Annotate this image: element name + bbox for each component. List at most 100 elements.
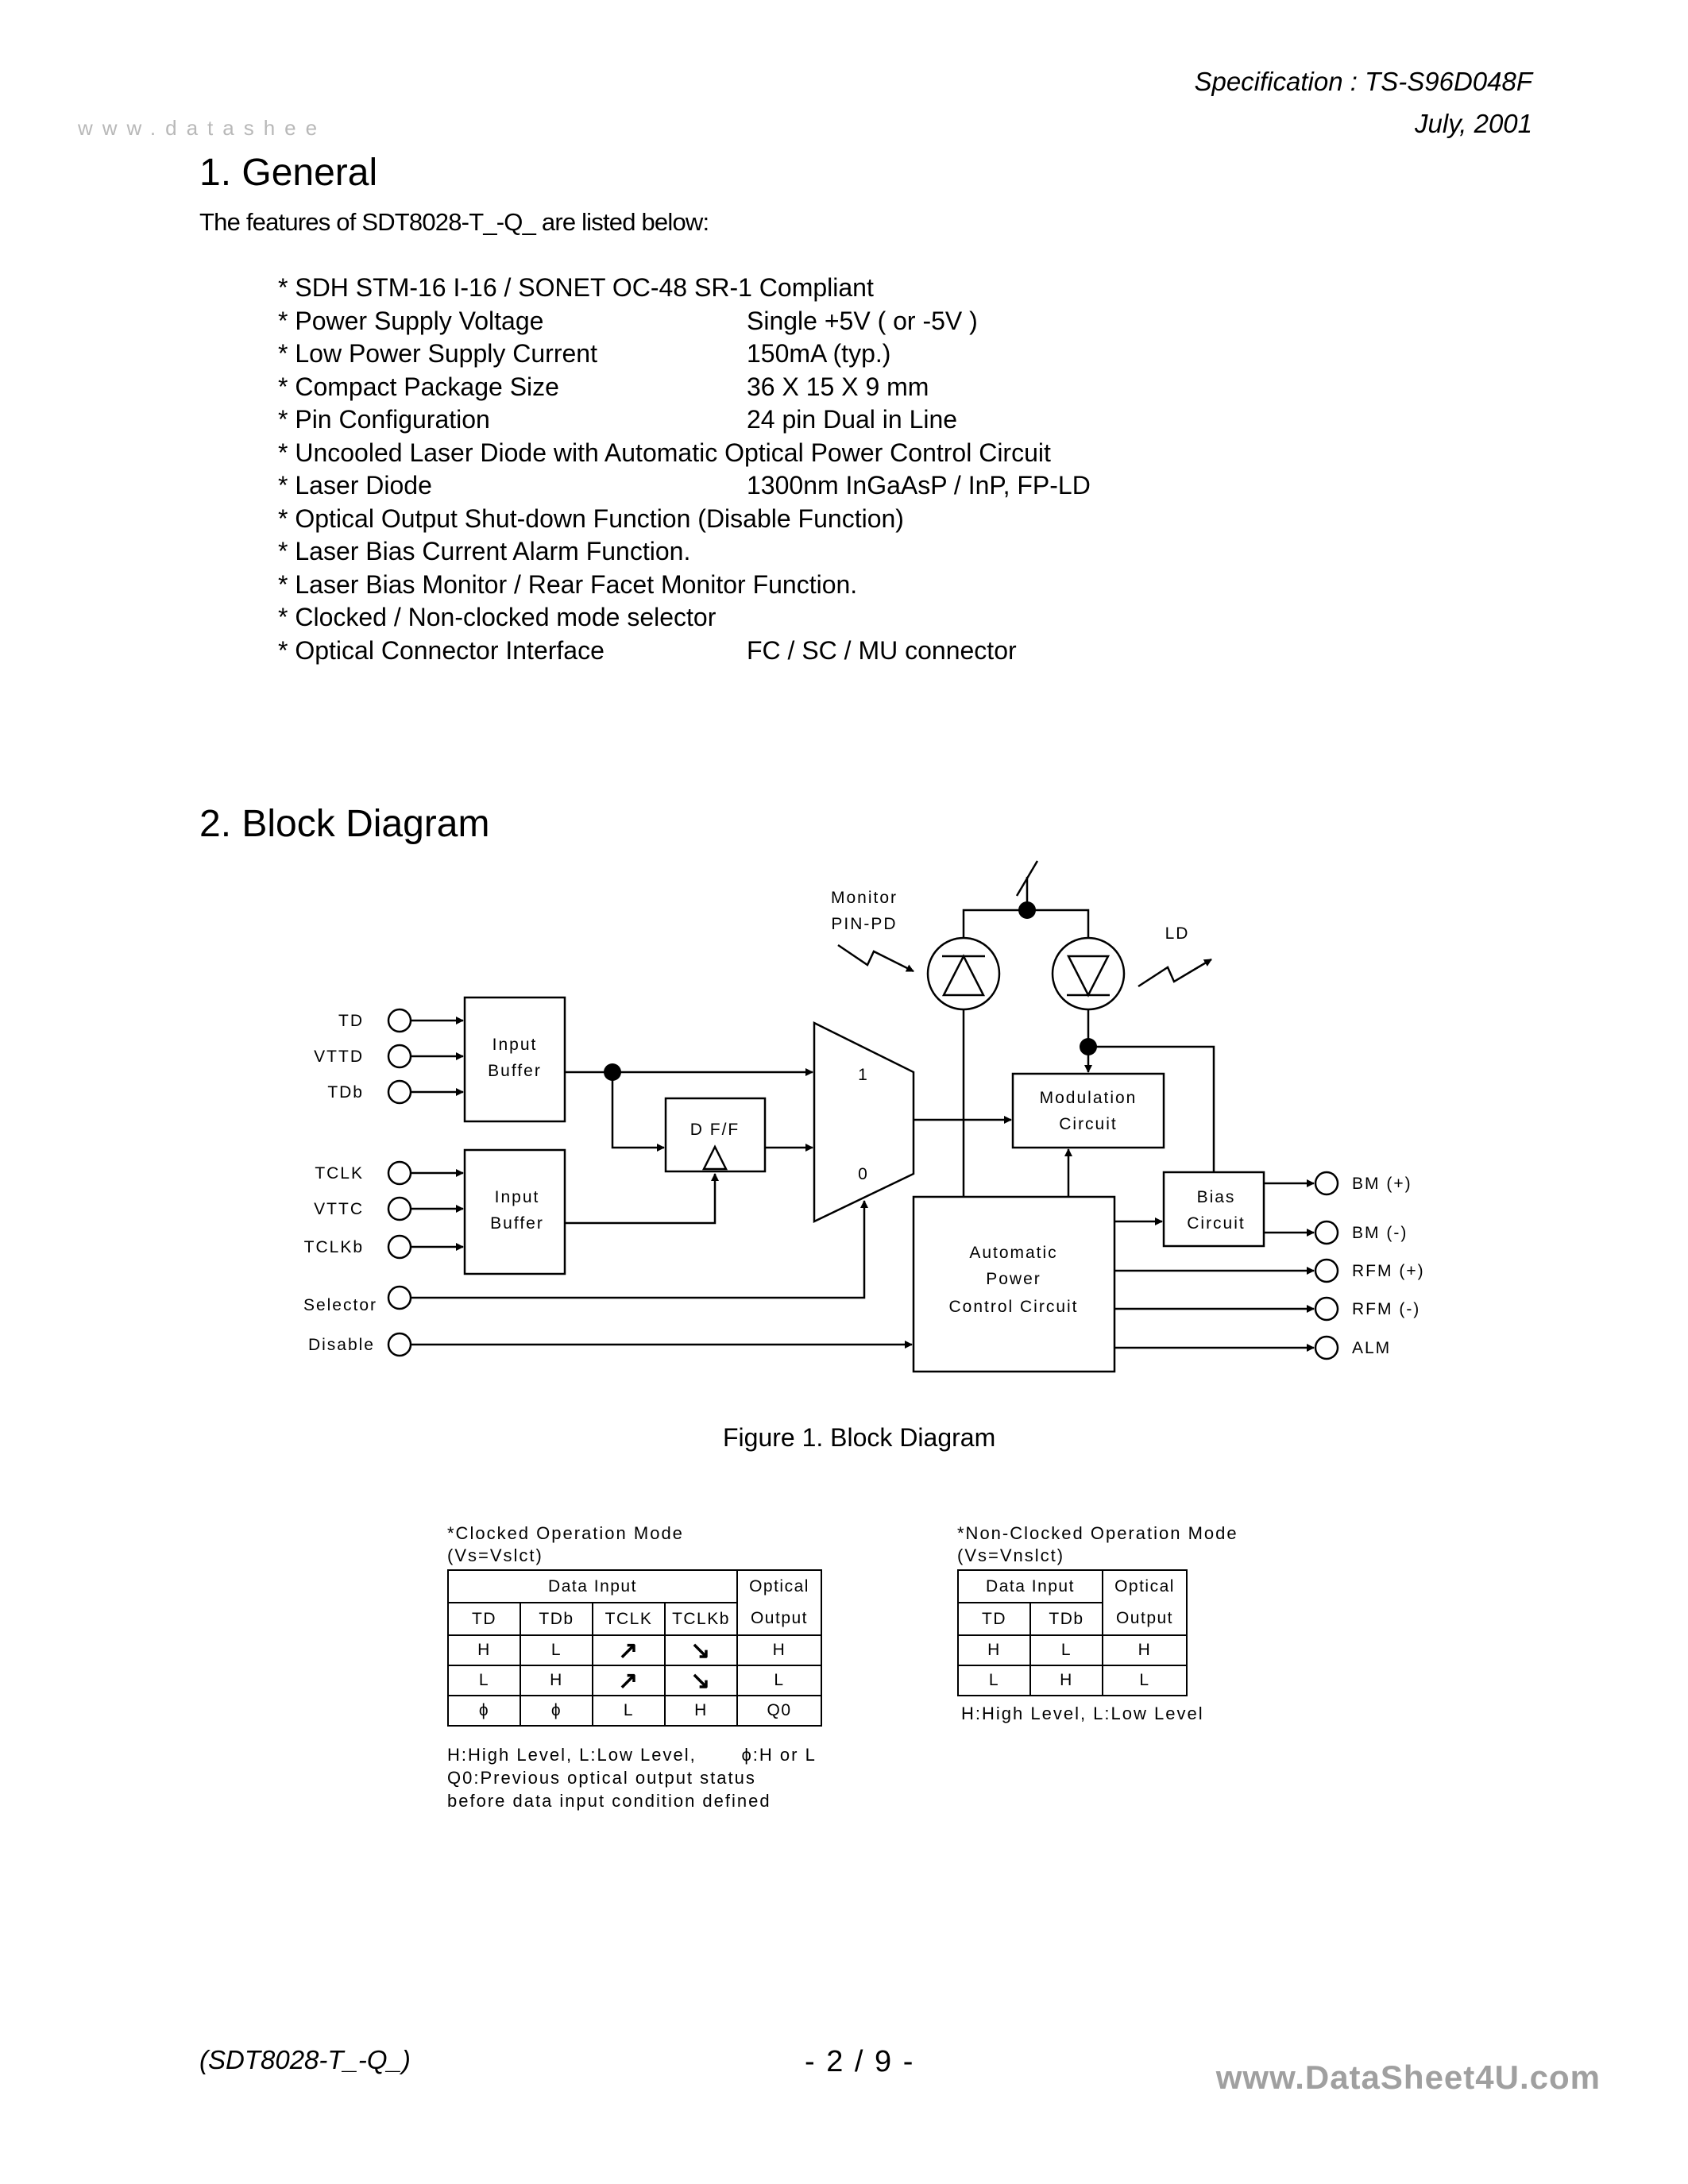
feature-label: * Compact Package Size xyxy=(278,372,559,401)
watermark-top: www.datashee xyxy=(78,116,327,140)
pin-td xyxy=(387,1008,412,1033)
apc-line1: Automatic xyxy=(969,1244,1057,1262)
multiplexer xyxy=(813,1021,915,1223)
table-cell: Q0 xyxy=(736,1695,822,1727)
feature-label: * Uncooled Laser Diode with Automatic Op… xyxy=(278,438,1051,467)
feature-label: * Optical Output Shut-down Function (Dis… xyxy=(278,504,904,533)
label-vttc: VTTC xyxy=(314,1200,364,1218)
col-header: TCLKb xyxy=(664,1602,738,1636)
clocked-note-1: H:High Level, L:Low Level, ϕ:H or L xyxy=(447,1745,817,1765)
feature-item: * Optical Output Shut-down Function (Dis… xyxy=(278,504,904,534)
pin-tdb xyxy=(387,1079,412,1105)
optical-header-line2: Output xyxy=(1115,1609,1174,1627)
pin-disable xyxy=(387,1332,412,1357)
optical-header-line1: Optical xyxy=(749,1577,809,1596)
nonclocked-table-subtitle: (Vs=Vnslct) xyxy=(957,1545,1065,1565)
table-cell: L xyxy=(1029,1634,1103,1666)
feature-item: * Laser Bias Current Alarm Function. xyxy=(278,537,690,566)
outgoing-light-arrow xyxy=(1138,958,1212,988)
feature-value: 150mA (typ.) xyxy=(747,339,891,368)
monitor-label-line1: Monitor xyxy=(831,889,898,907)
nonclocked-note: H:High Level, L:Low Level xyxy=(961,1704,1204,1723)
label-bm-minus: BM (-) xyxy=(1352,1224,1408,1242)
dff-label: D F/F xyxy=(690,1121,740,1139)
rising-edge-icon: ↗ xyxy=(592,1665,666,1696)
apc-block xyxy=(912,1195,1116,1373)
label-td: TD xyxy=(338,1012,364,1030)
dff-clock-triangle xyxy=(701,1144,728,1171)
apc-line2: Power xyxy=(986,1270,1041,1288)
junction-dot xyxy=(604,1063,621,1081)
feature-item: * Optical Connector Interface FC / SC / M… xyxy=(278,636,1017,666)
label-rfm-plus: RFM (+) xyxy=(1352,1262,1425,1280)
feature-label: * SDH STM-16 I-16 / SONET OC-48 SR-1 Com… xyxy=(278,273,874,302)
monitor-photodiode xyxy=(926,936,1001,1011)
table-row: L H ↗ ↘ L xyxy=(447,1665,822,1696)
table-cell: L xyxy=(736,1665,822,1696)
feature-value: Single +5V ( or -5V ) xyxy=(747,307,978,335)
spec-date: July, 2001 xyxy=(1415,109,1532,138)
rising-edge-icon: ↗ xyxy=(592,1634,666,1666)
modulation-line2: Circuit xyxy=(1059,1115,1118,1133)
modulation-circuit-block xyxy=(1011,1072,1165,1149)
feature-label: * Laser Bias Monitor / Rear Facet Monito… xyxy=(278,570,858,599)
pin-tclkb xyxy=(387,1234,412,1260)
feature-item: * Uncooled Laser Diode with Automatic Op… xyxy=(278,438,1051,468)
apc-line3: Control Circuit xyxy=(948,1298,1078,1316)
label-tclkb: TCLKb xyxy=(304,1238,364,1256)
clocked-note-3: before data input condition defined xyxy=(447,1791,771,1811)
pin-rfm-plus xyxy=(1314,1258,1339,1283)
label-selector: Selector xyxy=(303,1296,377,1314)
pin-bm-minus xyxy=(1314,1220,1339,1245)
table-row: L H L xyxy=(957,1665,1188,1696)
watermark-bottom: www.DataSheet4U.com xyxy=(1215,2059,1601,2096)
table-cell: H xyxy=(520,1665,593,1696)
table-cell: H xyxy=(736,1634,822,1666)
col-header: TDb xyxy=(520,1602,593,1636)
label-vttd: VTTD xyxy=(314,1048,364,1066)
feature-value: FC / SC / MU connector xyxy=(747,636,1017,665)
feature-label: * Optical Connector Interface xyxy=(278,636,605,665)
label-bm-plus: BM (+) xyxy=(1352,1175,1412,1193)
dff-block xyxy=(664,1097,767,1173)
table-row: H L ↗ ↘ H xyxy=(447,1634,822,1666)
spec-number: Specification : TS-S96D048F xyxy=(1194,67,1532,96)
pin-selector xyxy=(387,1285,412,1310)
pin-vttd xyxy=(387,1044,412,1069)
label-rfm-minus: RFM (-) xyxy=(1352,1300,1420,1318)
label-tdb: TDb xyxy=(327,1083,364,1102)
section-general-title: 1. General xyxy=(199,152,378,194)
input-buffer-data-line2: Buffer xyxy=(488,1062,542,1080)
input-buffer-clock-line2: Buffer xyxy=(490,1214,544,1233)
footer-part-number: (SDT8028-T_-Q_) xyxy=(199,2045,411,2074)
table-group-header: Data Input xyxy=(957,1569,1103,1603)
table-cell: ϕ xyxy=(447,1695,521,1727)
table-row: H L H xyxy=(957,1634,1188,1666)
table-cell: ϕ xyxy=(520,1695,593,1727)
table-cell: L xyxy=(592,1695,666,1727)
modulation-line1: Modulation xyxy=(1040,1089,1138,1107)
section-block-diagram-title: 2. Block Diagram xyxy=(199,803,490,845)
table-cell: L xyxy=(1102,1665,1188,1696)
table-cell: L xyxy=(447,1665,521,1696)
table-cell: H xyxy=(1102,1634,1188,1666)
feature-item: * SDH STM-16 I-16 / SONET OC-48 SR-1 Com… xyxy=(278,273,874,303)
feature-label: * Pin Configuration xyxy=(278,405,490,434)
figure-caption: Figure 1. Block Diagram xyxy=(723,1423,996,1452)
page-number: - 2 / 9 - xyxy=(805,2045,915,2078)
table-row: TD TDb xyxy=(957,1602,1187,1636)
feature-value: 1300nm InGaAsP / InP, FP-LD xyxy=(747,471,1091,500)
input-buffer-clock-line1: Input xyxy=(495,1188,540,1206)
block-diagram: TD VTTD TDb TCLK VTTC TCLKb Selector Dis… xyxy=(303,860,1425,1373)
table-row: TD TDb TCLK TCLKb xyxy=(447,1602,821,1636)
pin-alm xyxy=(1314,1335,1339,1360)
pin-rfm-minus xyxy=(1314,1296,1339,1322)
clocked-table-subtitle: (Vs=Vslct) xyxy=(447,1545,543,1565)
col-header: TD xyxy=(447,1602,521,1636)
input-buffer-data-line1: Input xyxy=(492,1036,538,1054)
